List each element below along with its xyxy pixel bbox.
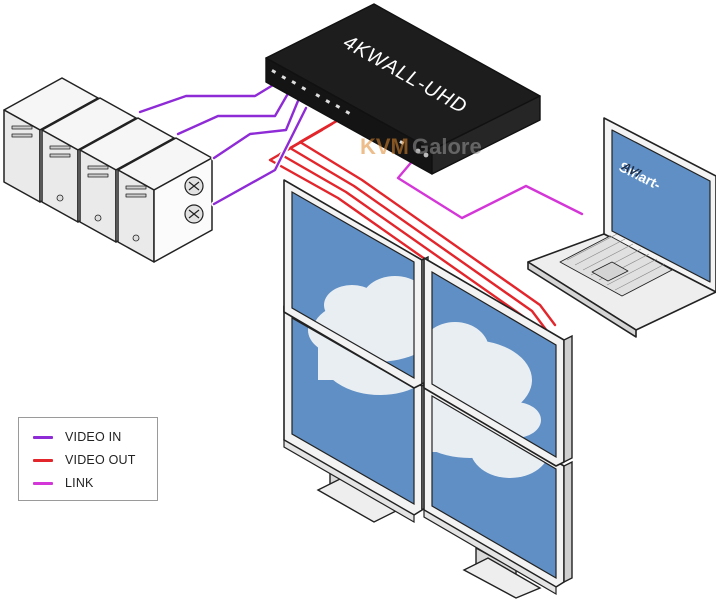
computer-towers [3, 77, 213, 263]
computer-tower [117, 137, 213, 263]
link-cable [395, 149, 585, 221]
fan-icon [184, 204, 204, 224]
legend-item-video-out: VIDEO OUT [33, 451, 136, 469]
port-icon [271, 69, 429, 158]
monitor-bottom-right [423, 383, 573, 596]
matrix-switch-device: 4KWALL-UHD [265, 3, 541, 175]
monitor-top-left [283, 179, 429, 389]
video-wall [283, 179, 573, 599]
legend-label: VIDEO OUT [65, 453, 136, 467]
video-in-cables [137, 79, 309, 207]
watermark: KVM Galore [360, 134, 482, 159]
legend-item-link: LINK [33, 474, 94, 492]
legend-label: VIDEO IN [65, 430, 122, 444]
watermark-kvm: KVM [360, 134, 409, 159]
legend-label: LINK [65, 476, 94, 490]
legend-item-video-in: VIDEO IN [33, 428, 121, 446]
legend-swatch-video-in [33, 435, 53, 439]
laptop: Smart- AVI [527, 117, 716, 338]
fan-icon [184, 176, 204, 196]
legend: VIDEO IN VIDEO OUT LINK [18, 417, 158, 501]
legend-swatch-video-out [33, 458, 53, 462]
legend-swatch-link [33, 481, 53, 485]
watermark-galore: Galore [412, 134, 482, 159]
